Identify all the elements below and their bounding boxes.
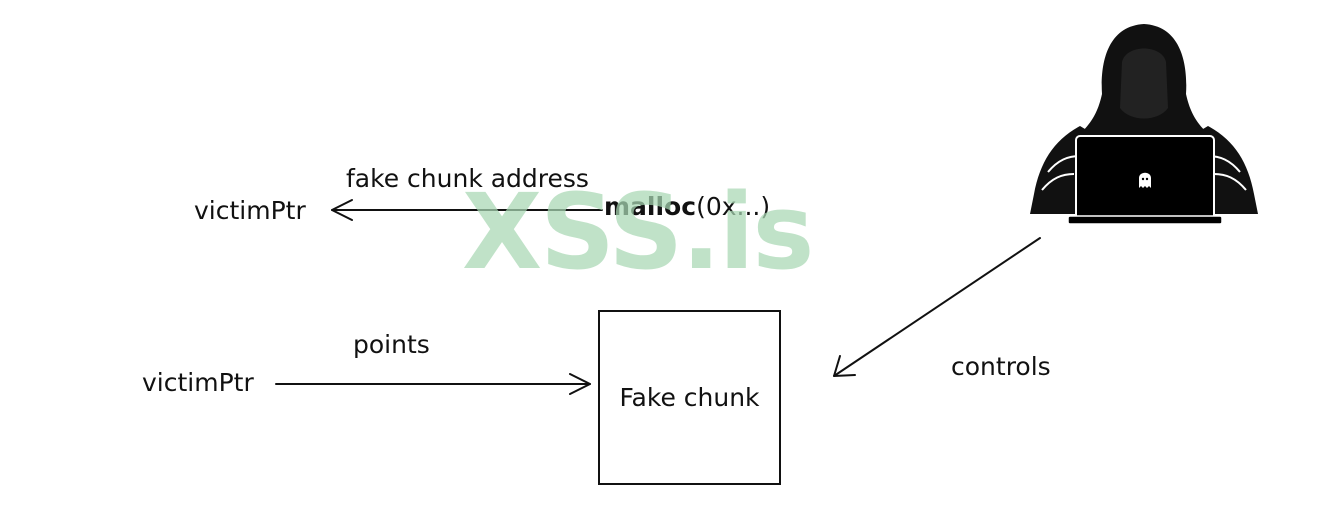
victim-ptr-top-label: victimPtr — [194, 196, 306, 225]
fake-chunk-address-label: fake chunk address — [346, 164, 589, 193]
hooded-hacker-with-laptop-icon — [1030, 24, 1258, 225]
victim-ptr-bottom-label: victimPtr — [142, 368, 254, 397]
fake-chunk-label: Fake chunk — [619, 383, 760, 412]
malloc-function-name: malloc — [604, 192, 697, 221]
controls-arrow — [833, 237, 1041, 377]
malloc-args: (0x...) — [696, 192, 771, 221]
controls-label: controls — [951, 352, 1051, 381]
ghost-icon — [1139, 172, 1151, 188]
fake-chunk-box: Fake chunk — [598, 310, 781, 485]
malloc-call-label: malloc(0x...) — [604, 194, 770, 219]
points-label: points — [353, 330, 430, 359]
points-arrow — [275, 373, 591, 395]
fake-chunk-address-arrow — [331, 199, 603, 221]
watermark: XSS.is — [462, 171, 814, 293]
